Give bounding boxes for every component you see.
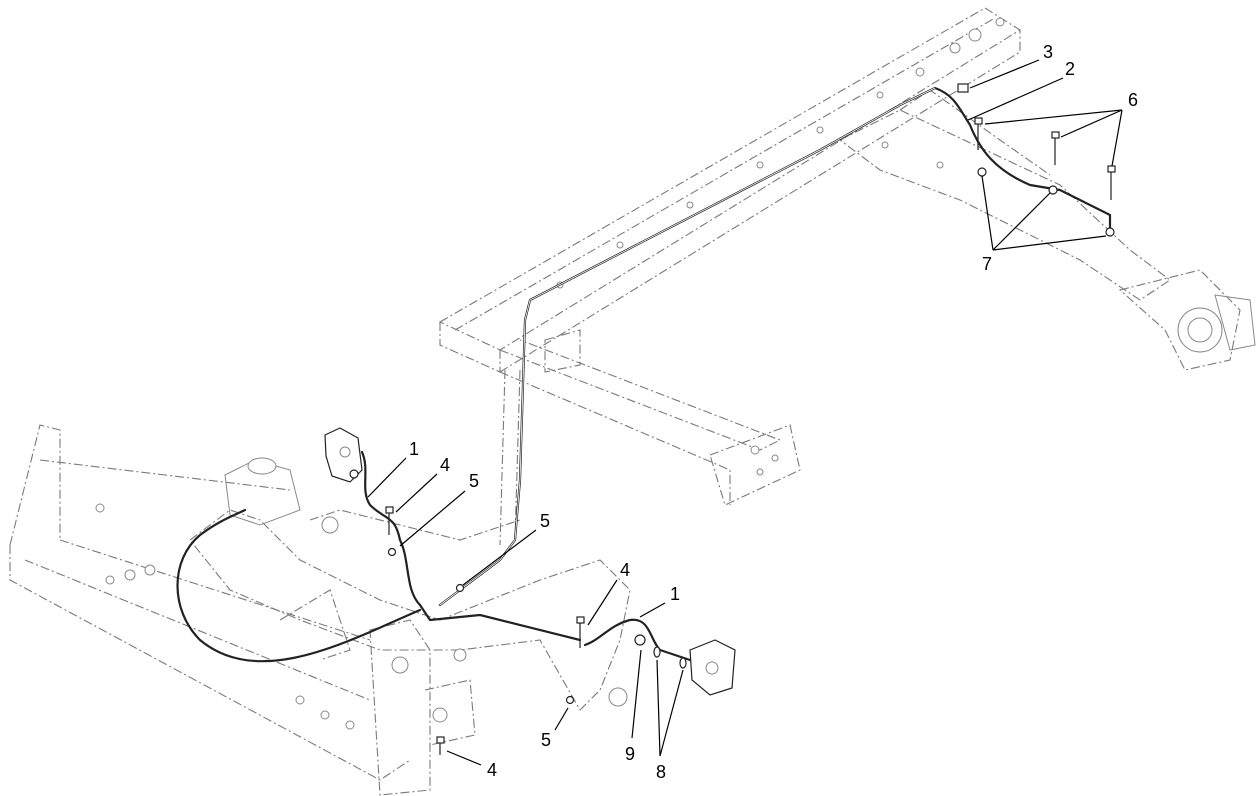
callout-front-left-line: 1 <box>409 439 419 459</box>
cross-member <box>499 329 801 506</box>
brake-lines <box>176 86 1112 663</box>
copper-washer <box>653 646 661 658</box>
callout-clip-center: 5 <box>540 511 550 531</box>
callout-labels: 1 4 5 5 4 1 5 4 9 8 3 2 6 7 <box>409 42 1138 782</box>
fasteners <box>385 83 1116 755</box>
callout-clip-lower: 5 <box>541 730 551 750</box>
main-frame-rail <box>438 7 1022 373</box>
front-bolt <box>436 736 445 755</box>
banjo-bolt <box>634 634 646 646</box>
rear-bolt <box>1051 131 1060 165</box>
rear-bolt <box>1107 165 1116 200</box>
copper-washer <box>679 657 687 669</box>
line-clip <box>565 695 575 705</box>
callout-front-right-line: 1 <box>670 584 680 604</box>
line-clip <box>387 547 397 557</box>
callout-rear-line: 2 <box>1065 59 1075 79</box>
right-caliper <box>689 639 736 696</box>
front-bolt <box>385 506 394 535</box>
front-frame-bumper <box>9 424 476 796</box>
left-caliper <box>324 427 363 483</box>
rear-axle-assembly <box>838 89 1256 371</box>
rear-clamp <box>1048 185 1058 195</box>
center-channel <box>499 369 521 546</box>
rear-clamp <box>977 167 987 177</box>
callout-banjo-bolt: 9 <box>625 744 635 764</box>
line-clip <box>455 583 465 593</box>
callout-rear-bolts: 6 <box>1128 90 1138 110</box>
rear-bolt <box>974 117 983 150</box>
callout-front-bolt-upper: 4 <box>440 455 450 475</box>
callout-rear-fitting: 3 <box>1043 42 1053 62</box>
rear-fitting <box>957 83 969 93</box>
callout-front-bolt-lower: 4 <box>487 760 497 780</box>
front-axle-assembly <box>189 457 631 711</box>
callout-washers: 8 <box>656 762 666 782</box>
front-bolt <box>576 616 585 648</box>
leader-lines <box>367 59 1123 766</box>
rear-clamp <box>1105 227 1115 237</box>
callout-front-bolt-right: 4 <box>620 560 630 580</box>
callout-clip-upper: 5 <box>469 471 479 491</box>
callout-rear-clamps: 7 <box>982 254 992 274</box>
